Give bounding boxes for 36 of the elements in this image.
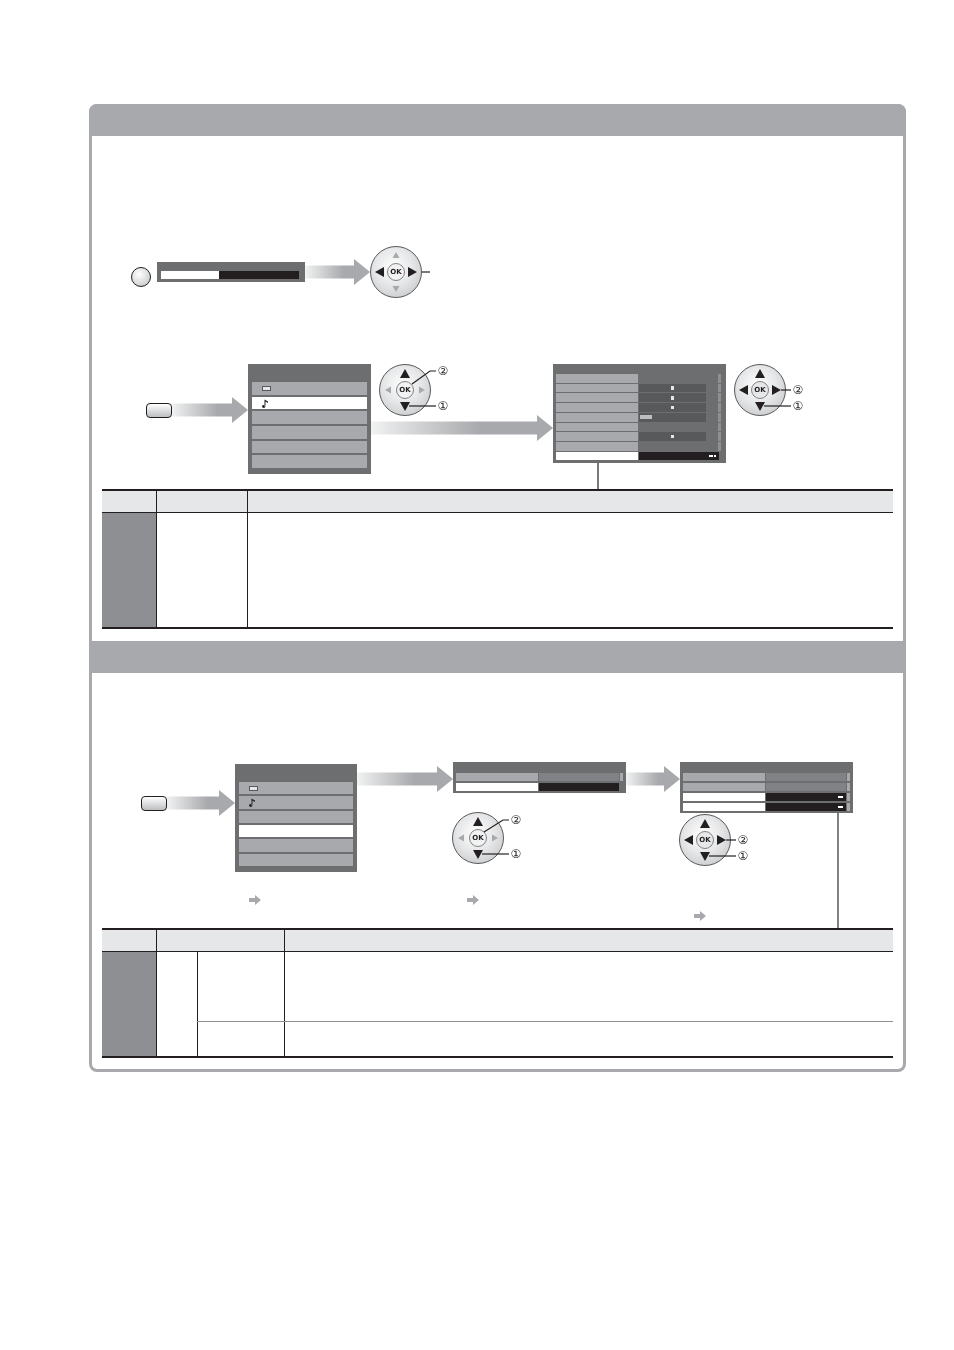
remote-key	[131, 267, 151, 287]
settings-screen-picture	[553, 364, 726, 463]
arrow	[305, 259, 370, 285]
settings-table	[102, 489, 893, 629]
leader-line	[780, 389, 792, 391]
step-number: ①	[436, 398, 450, 414]
arrow	[357, 766, 453, 792]
remote-key	[146, 403, 172, 418]
step-number: ①	[736, 848, 750, 864]
arrow	[371, 415, 553, 441]
step-number: ①	[509, 846, 523, 862]
step-number: ②	[791, 382, 805, 398]
leader-line	[421, 271, 431, 273]
arrow	[172, 397, 248, 423]
remote-key	[141, 796, 167, 811]
menu-screen-picture	[235, 764, 357, 872]
step-number: ②	[436, 363, 450, 379]
leader-line	[763, 405, 792, 407]
leader-line	[483, 819, 510, 833]
arrow	[626, 766, 680, 792]
settings-screen-picture	[453, 762, 626, 793]
on-screen-bar-picture	[157, 262, 305, 282]
leader-line	[411, 370, 437, 385]
step-number: ②	[509, 812, 523, 828]
leader-line	[408, 405, 437, 407]
settings-table	[102, 928, 893, 1058]
step-number: ①	[791, 398, 805, 414]
settings-screen-picture	[680, 762, 853, 813]
arrow	[167, 790, 235, 816]
menu-screen-picture	[248, 364, 371, 474]
leader-line	[481, 853, 510, 855]
connector-line	[597, 462, 599, 490]
leader-line	[708, 855, 737, 857]
step-number: ②	[736, 832, 750, 848]
leader-line	[725, 839, 737, 841]
connector-line	[837, 812, 839, 929]
